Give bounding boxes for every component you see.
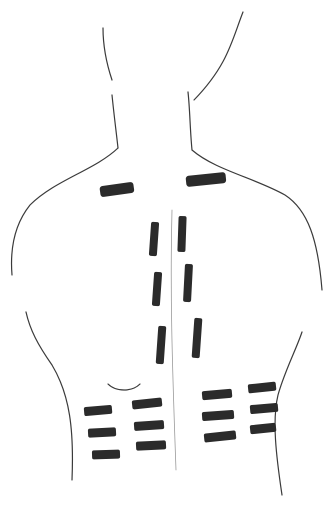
mark-lower-left-5 xyxy=(134,420,165,431)
mark-spine-left-3 xyxy=(156,326,167,364)
neck-left-outline xyxy=(112,95,118,148)
mark-lower-right-2 xyxy=(202,410,235,421)
left-side-outline xyxy=(26,312,72,480)
mark-shoulder-left xyxy=(99,182,134,198)
mark-spine-right-3 xyxy=(192,318,203,358)
mark-lower-left-1 xyxy=(84,405,113,416)
mark-lower-right-1 xyxy=(202,389,233,401)
head-outline xyxy=(103,28,112,80)
right-shoulder-outline xyxy=(192,150,322,290)
mark-lower-right-4 xyxy=(248,382,277,394)
head-outline-right xyxy=(194,12,243,100)
lumbar-curve xyxy=(108,384,140,390)
left-shoulder-outline xyxy=(12,148,118,275)
mark-lower-right-6 xyxy=(250,423,277,435)
mark-lower-left-3 xyxy=(92,450,120,460)
mark-lower-left-4 xyxy=(132,397,163,409)
treatment-marks xyxy=(84,172,279,460)
mark-spine-left-1 xyxy=(149,222,159,256)
mark-lower-left-2 xyxy=(88,427,116,437)
mark-lower-right-5 xyxy=(250,403,279,414)
mark-lower-left-6 xyxy=(136,440,166,451)
mark-spine-right-2 xyxy=(183,264,193,302)
neck-right-outline xyxy=(188,92,192,150)
mark-spine-right-1 xyxy=(177,216,186,252)
mark-spine-left-2 xyxy=(152,272,162,306)
spine-line xyxy=(171,210,176,470)
right-side-outline xyxy=(275,332,302,495)
mark-lower-right-3 xyxy=(204,430,237,442)
mark-shoulder-right xyxy=(185,172,226,187)
